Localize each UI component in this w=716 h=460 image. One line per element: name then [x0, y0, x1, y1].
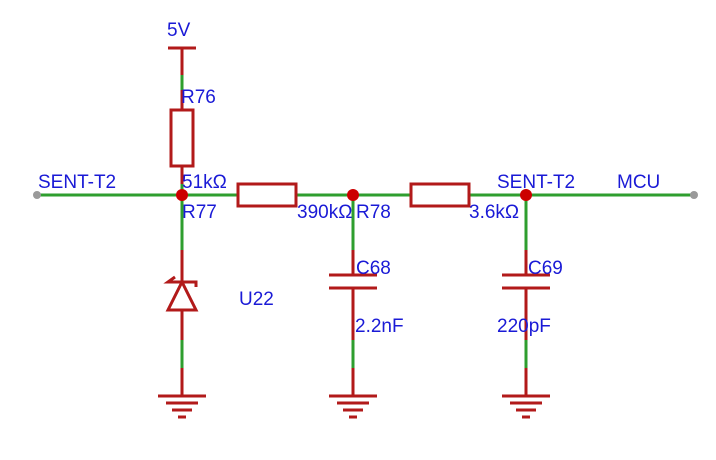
r76-body [169, 108, 195, 168]
net-label-right: SENT-T2 [497, 172, 576, 193]
r78-value: 3.6kΩ [469, 202, 520, 223]
r77-value: 390kΩ [297, 202, 353, 223]
net-label-mcu: MCU [617, 172, 661, 193]
junction-dot-c68 [347, 189, 359, 201]
r76-value: 51kΩ [182, 172, 227, 193]
c69-ref: C69 [528, 258, 563, 279]
c69-value: 220pF [497, 316, 551, 337]
supply-label: 5V [167, 20, 191, 41]
u22-ref: U22 [239, 289, 274, 310]
r77-body [236, 182, 298, 208]
net-endpoint-right [690, 191, 698, 199]
junction-dot-c69 [520, 189, 532, 201]
net-label-left: SENT-T2 [38, 172, 117, 193]
r76-ref: R76 [181, 87, 216, 108]
r78-ref: R78 [356, 202, 391, 223]
zener-triangle [165, 278, 199, 312]
r77-ref: R77 [182, 202, 217, 223]
c68-value: 2.2nF [355, 316, 404, 337]
r78-body [409, 182, 471, 208]
net-endpoint-left [33, 191, 41, 199]
c68-ref: C68 [356, 258, 391, 279]
junction-dot-r76 [176, 189, 188, 201]
